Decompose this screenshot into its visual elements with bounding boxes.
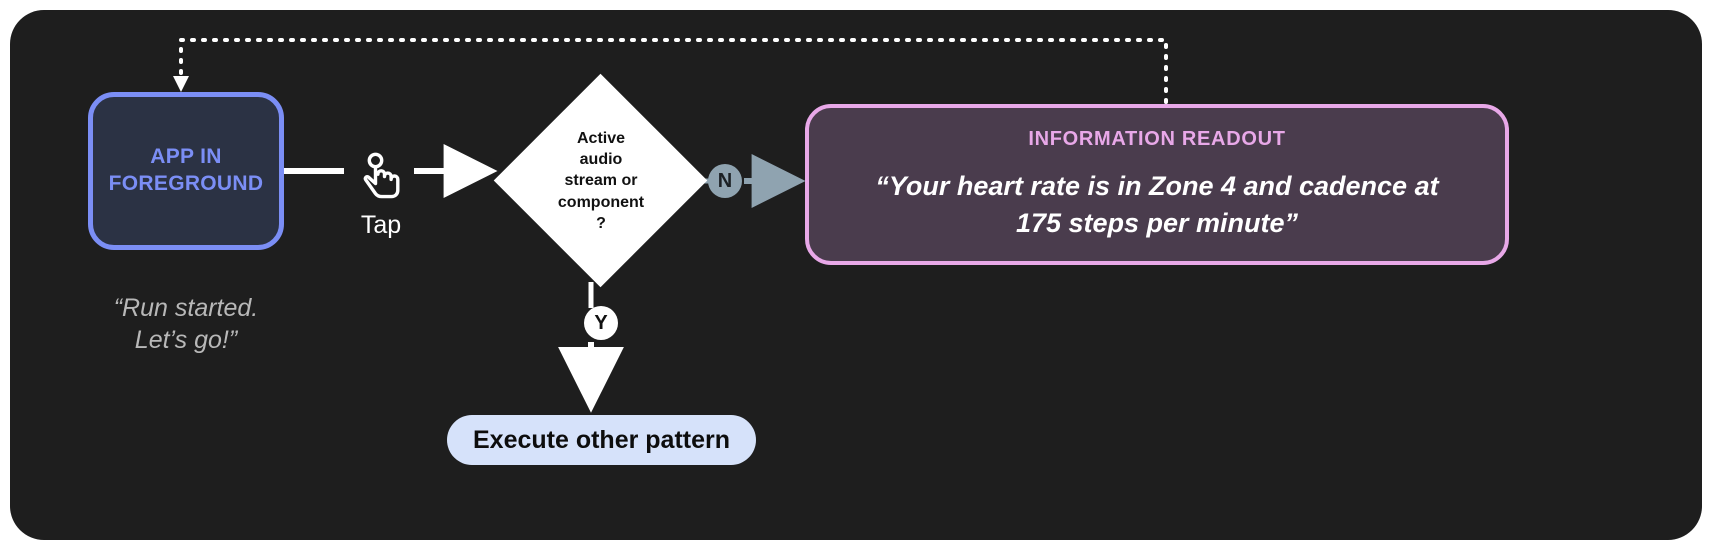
app-node-label-line2: FOREGROUND bbox=[108, 172, 264, 195]
app-node-caption: “Run started. Let’s go!” bbox=[60, 292, 312, 356]
readout-body-line2: 175 steps per minute” bbox=[1015, 207, 1299, 238]
app-node-label-line1: APP IN bbox=[150, 145, 222, 169]
decision-line4: component bbox=[557, 193, 645, 211]
readout-body-line1: “Your heart rate is in Zone 4 and cadenc… bbox=[875, 171, 1439, 202]
app-node-label: APP IN FOREGROUND bbox=[109, 144, 264, 198]
decision-line3: stream or bbox=[564, 172, 638, 190]
decision-line1: Active bbox=[576, 130, 626, 148]
branch-badge-no: N bbox=[708, 164, 742, 198]
decision-line5: ? bbox=[596, 214, 606, 232]
decision-node-label: Active audio stream or component ? bbox=[494, 74, 708, 288]
app-caption-line1: “Run started. bbox=[113, 294, 259, 322]
feedback-loop-arrowhead bbox=[173, 76, 189, 92]
diagram-canvas: APP IN FOREGROUND “Run started. Let’s go… bbox=[10, 10, 1702, 540]
execute-other-pattern-pill[interactable]: Execute other pattern bbox=[447, 415, 757, 465]
readout-body: “Your heart rate is in Zone 4 and cadenc… bbox=[875, 168, 1438, 240]
app-in-foreground-node[interactable]: APP IN FOREGROUND bbox=[88, 92, 284, 250]
feedback-loop-path bbox=[179, 38, 1168, 104]
tap-label: Tap bbox=[360, 211, 402, 239]
information-readout-panel[interactable]: INFORMATION READOUT “Your heart rate is … bbox=[805, 104, 1509, 265]
decision-node-audio-stream[interactable]: Active audio stream or component ? bbox=[493, 73, 708, 288]
tap-gesture-icon bbox=[358, 152, 404, 206]
decision-line2: audio bbox=[579, 151, 623, 169]
tap-gesture-group: Tap bbox=[342, 152, 420, 240]
connector-layer bbox=[173, 38, 1168, 413]
readout-title: INFORMATION READOUT bbox=[1028, 128, 1286, 151]
branch-badge-yes: Y bbox=[584, 306, 618, 340]
app-caption-line2: Let’s go!” bbox=[134, 326, 238, 354]
